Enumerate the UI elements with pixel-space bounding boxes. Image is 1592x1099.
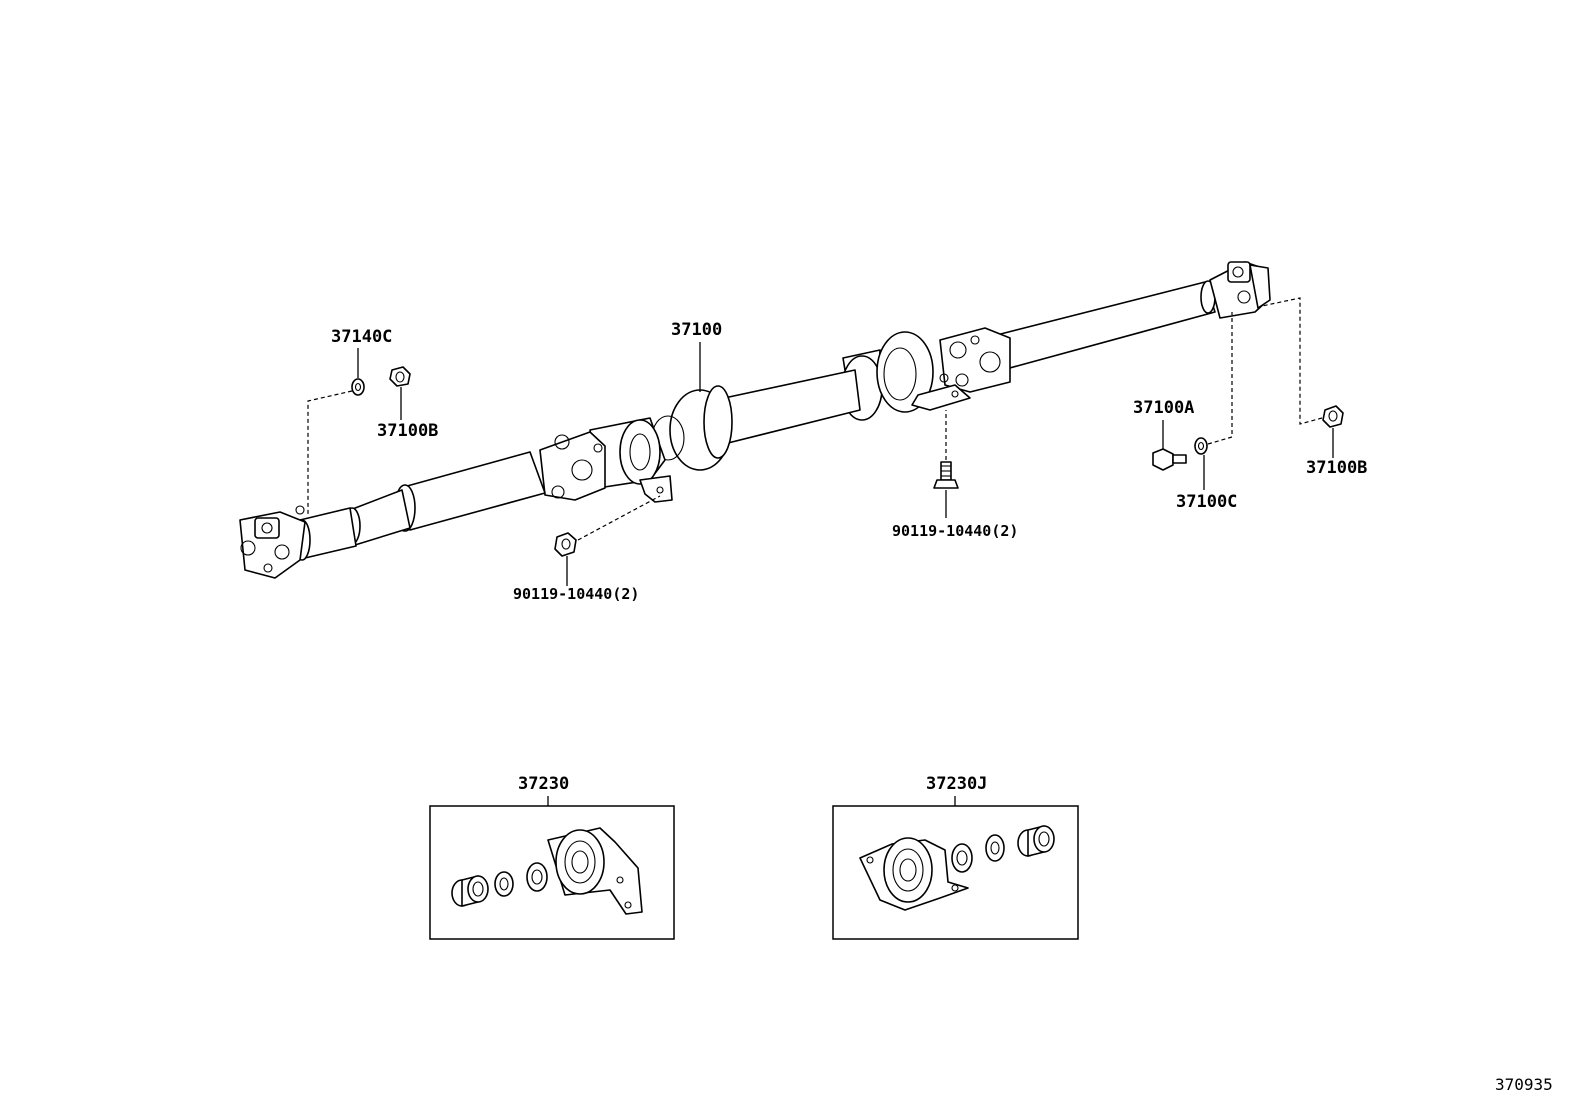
rear-universal-joint (939, 327, 1011, 393)
middle-shaft-tube (714, 369, 861, 446)
rear-flange-yoke (1209, 261, 1271, 319)
assembly-line-front-bearing (577, 495, 661, 541)
callout-37230j: 37230J (926, 774, 987, 794)
callout-37230: 37230 (518, 774, 569, 794)
kit-37230-washer-2 (526, 862, 548, 892)
front-flange-yoke (239, 511, 306, 579)
kit-37230j-center-bearing (859, 837, 969, 911)
propeller-shaft-assembly (239, 261, 1271, 579)
nut-37100b-right (1322, 405, 1344, 428)
kit-box-37230 (429, 805, 675, 940)
kit-37230-washer-1 (494, 871, 514, 897)
kit-37230j-washer-2 (985, 834, 1005, 862)
kit-box-37230j (832, 805, 1079, 940)
front-universal-joint (539, 431, 606, 501)
callout-37140c: 37140C (331, 327, 392, 347)
kit-37230-bushing (451, 875, 489, 907)
assembly-line-front-flange (307, 390, 353, 515)
callout-37100c: 37100C (1176, 492, 1237, 512)
callout-37100b-left: 37100B (377, 421, 438, 441)
callout-37100b-right: 37100B (1306, 458, 1367, 478)
bolt-90119-right (933, 461, 959, 489)
callout-90119-right: 90119-10440(2) (892, 522, 1018, 540)
nut-37100b-left (389, 366, 411, 387)
assembly-line-rear-flange-bolt (1207, 312, 1233, 445)
kit-37230j-washer-1 (951, 843, 973, 873)
kit-37230j-bushing (1017, 825, 1055, 857)
callout-37100: 37100 (671, 320, 722, 340)
bolt-37100a (1152, 448, 1187, 471)
front-damper (651, 385, 733, 471)
washer-37100c (1194, 437, 1208, 455)
callout-90119-left: 90119-10440(2) (513, 585, 639, 603)
rear-shaft-tube (984, 281, 1216, 373)
kit-37230-center-bearing (547, 827, 643, 915)
assembly-line-rear-flange-nut (1261, 297, 1323, 425)
front-shaft-tube (399, 451, 546, 531)
nut-90119-left (554, 532, 577, 557)
callout-37100a: 37100A (1133, 398, 1194, 418)
figure-number: 370935 (1495, 1075, 1553, 1094)
front-center-bearing (589, 417, 673, 503)
washer-37140c (351, 378, 365, 396)
